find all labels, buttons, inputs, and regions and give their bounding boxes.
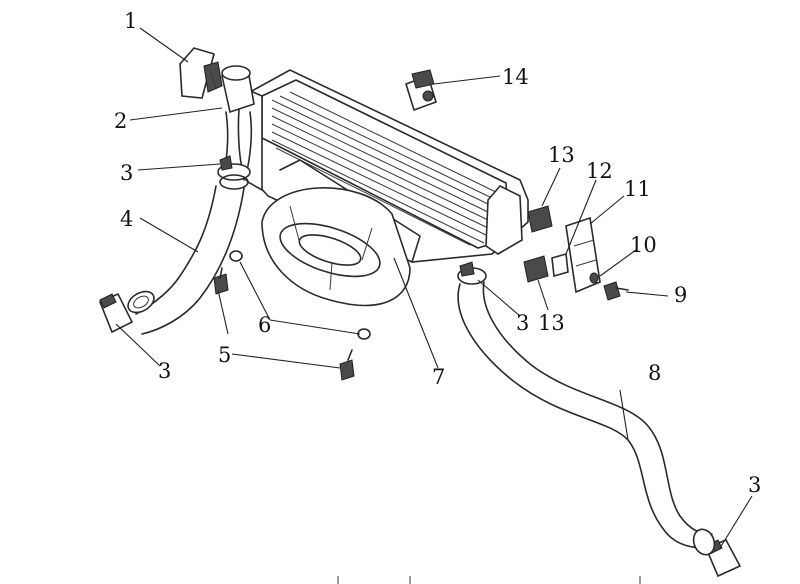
temperature-switch [405, 69, 437, 112]
callout-14: 14 [502, 65, 529, 89]
rubber-grommet-upper [527, 205, 553, 233]
callout-3: 3 [120, 161, 133, 185]
filler-neck [221, 65, 255, 114]
callout-4: 4 [120, 207, 133, 231]
frame-ticks [337, 576, 641, 584]
washer-right [589, 272, 599, 284]
lower-hose [457, 281, 716, 556]
callout-6: 6 [258, 313, 271, 337]
callout-13: 13 [548, 143, 575, 167]
callout-3: 3 [748, 473, 761, 497]
washer-upper [229, 250, 243, 262]
callout-3: 3 [516, 311, 529, 335]
hose-clamp-lower-left [98, 292, 134, 334]
callout-8: 8 [648, 361, 661, 385]
leader-lines [115, 27, 753, 549]
rubber-grommet-lower [523, 255, 549, 283]
callout-13: 13 [538, 311, 565, 335]
callout-7: 7 [432, 365, 445, 389]
callout-9: 9 [674, 283, 687, 307]
callout-12: 12 [586, 159, 613, 183]
bolt-right [603, 281, 629, 301]
fan-shroud [261, 187, 411, 307]
radiator-fins [271, 91, 501, 246]
callout-1: 1 [124, 9, 137, 33]
upper-hose [127, 111, 253, 335]
hose-clamp-right-top [457, 261, 487, 285]
bolt-upper [213, 267, 229, 295]
radiator-cap [179, 47, 223, 99]
hose-clamp-upper-left [217, 155, 251, 190]
bracket-collar [551, 252, 569, 278]
callout-5: 5 [218, 343, 231, 367]
callouts: 1 2 3 4 3 5 6 7 3 13 8 3 9 10 11 12 13 1… [114, 9, 761, 497]
callout-11: 11 [624, 177, 651, 201]
callout-10: 10 [630, 233, 657, 257]
callout-2: 2 [114, 109, 127, 133]
bolt-lower [339, 349, 355, 381]
callout-3: 3 [158, 359, 171, 383]
